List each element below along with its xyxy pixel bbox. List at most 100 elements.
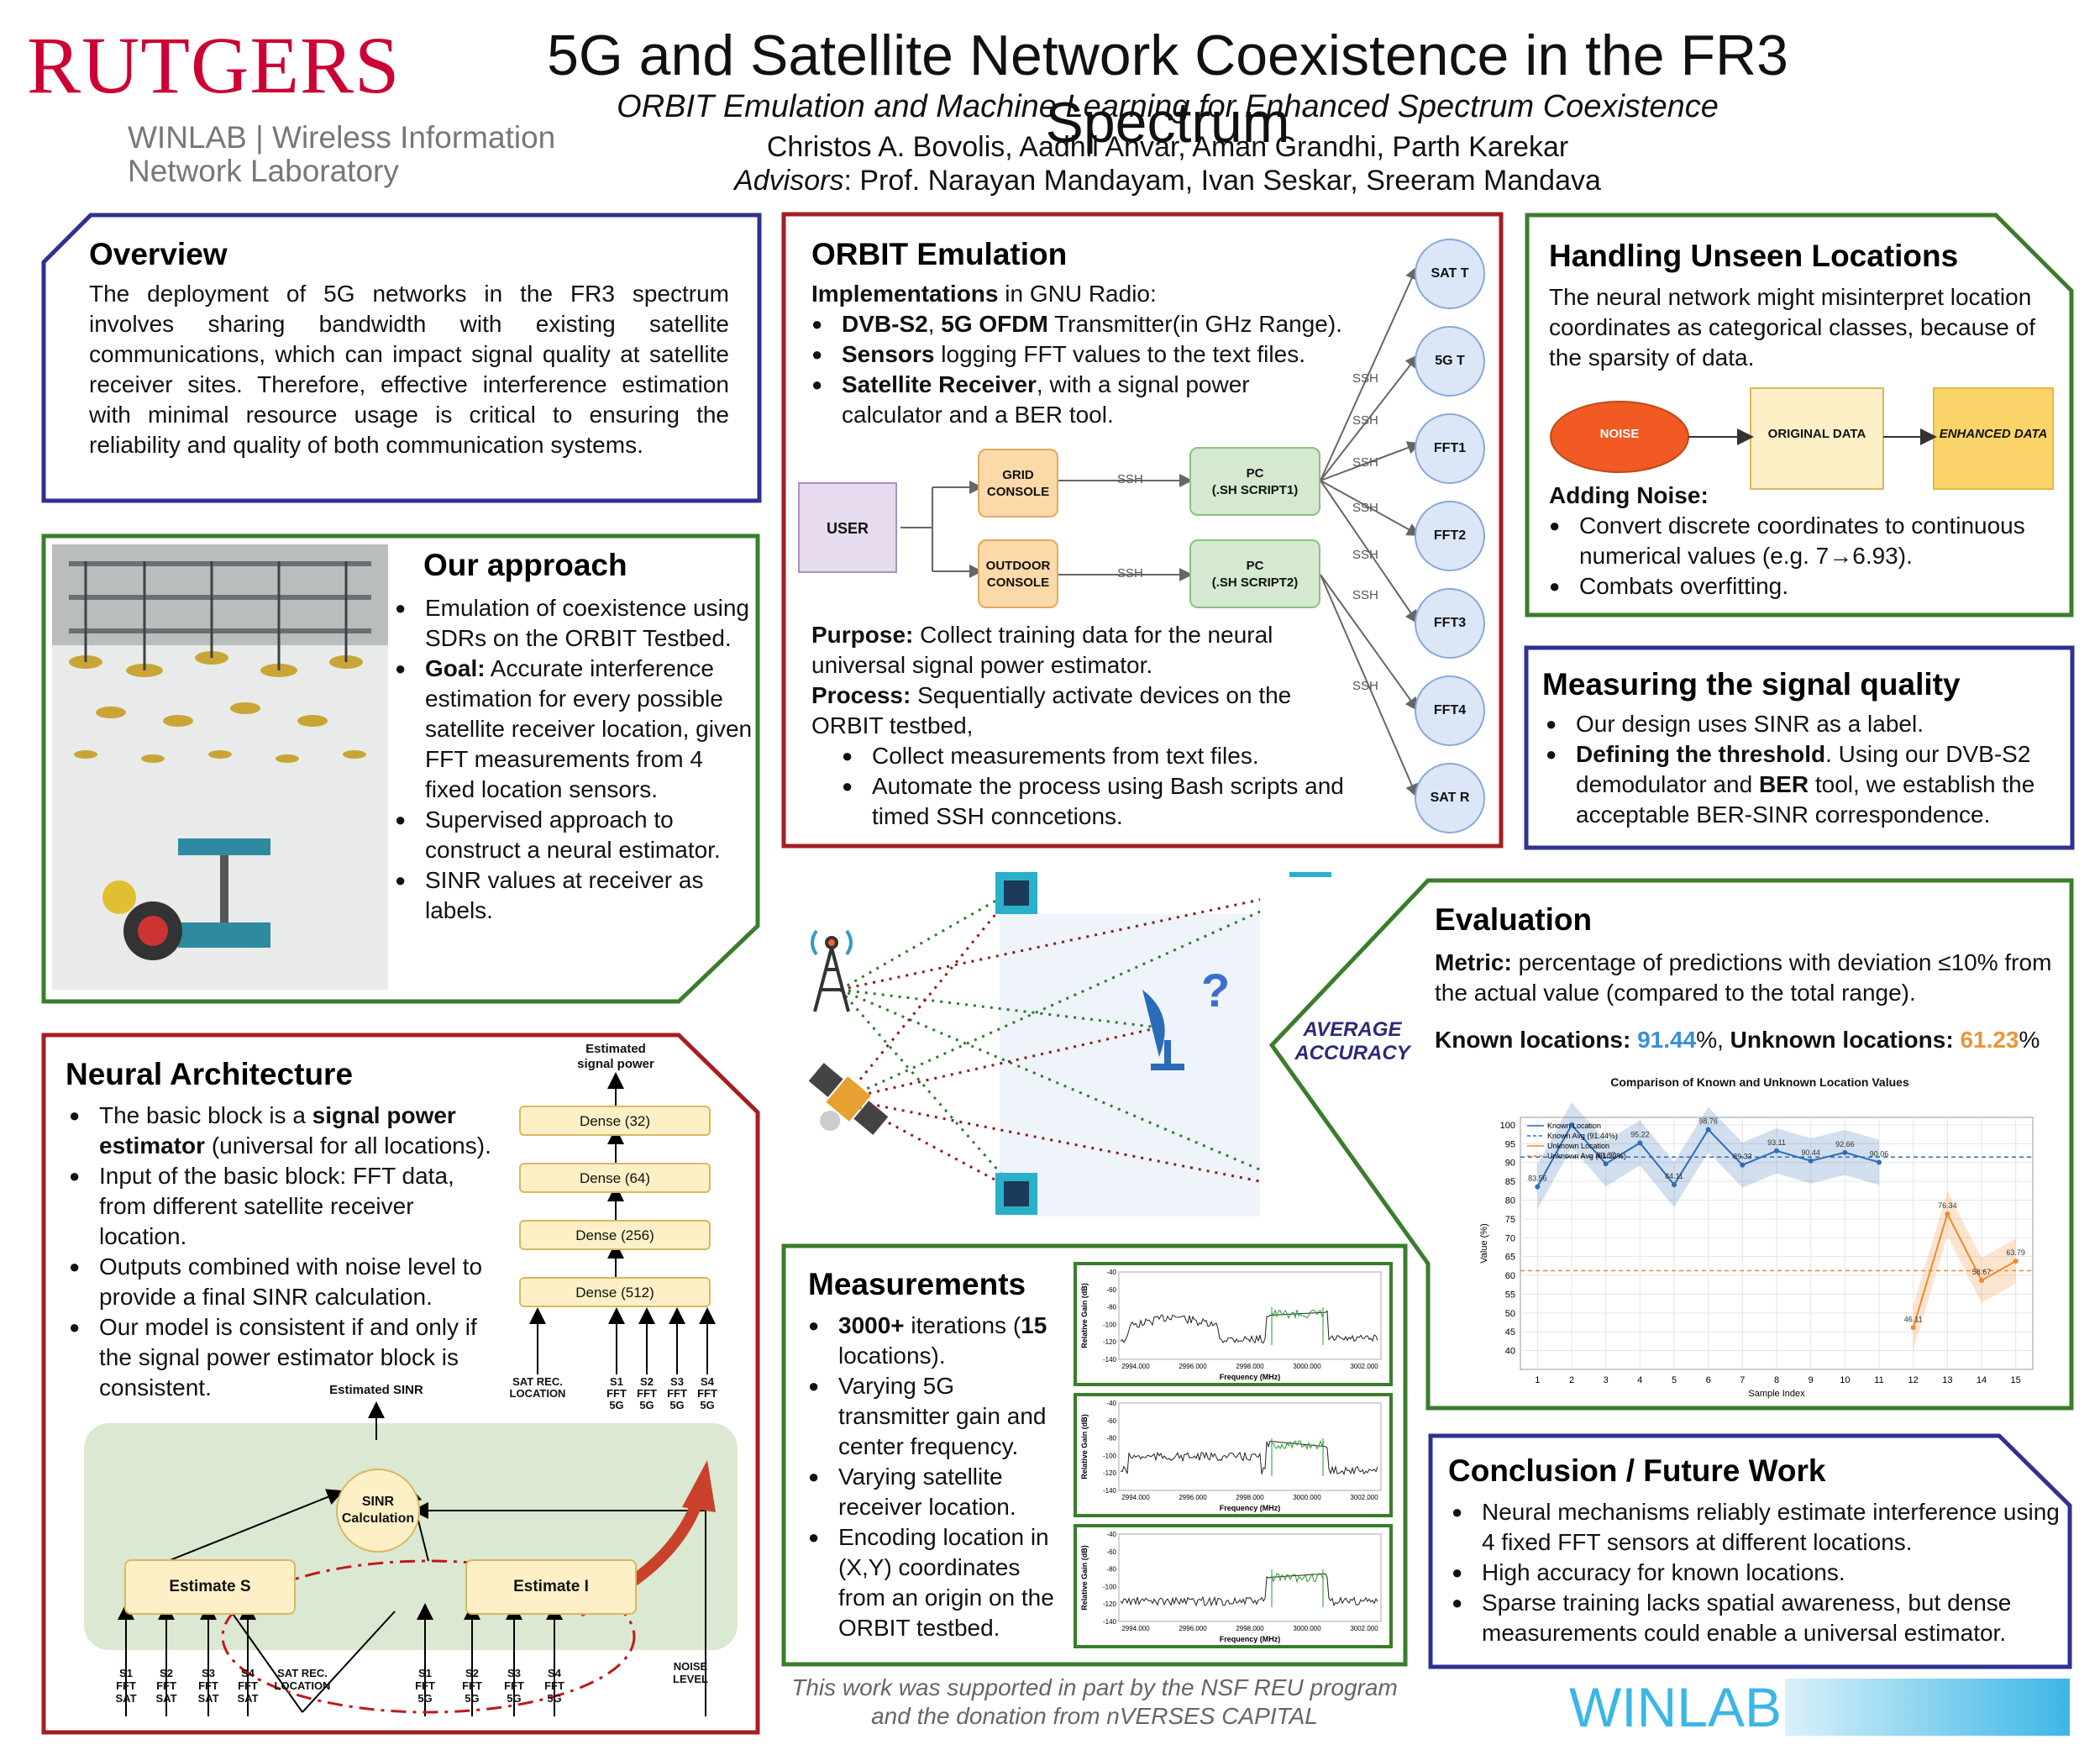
data-point xyxy=(1979,1278,1984,1284)
x-tick-label: 1 xyxy=(1535,1375,1540,1385)
y-tick-label: 65 xyxy=(1505,1253,1515,1263)
x-tick-label: 2 xyxy=(1569,1375,1574,1385)
data-label: 84.11 xyxy=(1665,1172,1683,1180)
conclusion-panel: Conclusion / Future Work Neural mechanis… xyxy=(1428,1433,2073,1670)
spectrum-5g-band xyxy=(1271,1572,1325,1584)
overview-border xyxy=(41,213,762,503)
spectrum-y-tick: -100 xyxy=(1103,1321,1117,1328)
y-tick-label: 100 xyxy=(1500,1121,1515,1131)
dense-layer-64: Dense (64) xyxy=(519,1163,711,1193)
data-point xyxy=(1705,1127,1711,1133)
unseen-bullet-1: Convert discrete coordinates to continuo… xyxy=(1549,511,2053,571)
estimate-s-node: Estimate S xyxy=(124,1559,296,1615)
spectrum-y-tick: -120 xyxy=(1103,1338,1117,1346)
neural-border xyxy=(41,1033,760,1735)
logo-word: RUTGERS xyxy=(27,20,401,110)
adding-noise-heading: Adding Noise: xyxy=(1549,482,1709,508)
x-tick-label: 6 xyxy=(1706,1375,1711,1385)
confidence-band xyxy=(1913,1191,2016,1351)
measurements-bullet-2: Varying 5G transmitter gain and center f… xyxy=(808,1371,1060,1462)
unknown-accuracy: 61.23 xyxy=(1960,1027,2019,1053)
data-label: 63.79 xyxy=(2006,1248,2025,1257)
unseen-text: The neural network might misinterpret lo… xyxy=(1549,284,2035,370)
spectrum-x-tick: 2994.000 xyxy=(1121,1494,1150,1501)
spectrum-x-tick: 3000.000 xyxy=(1293,1625,1321,1632)
lab-name: WINLAB | Wireless Information Network La… xyxy=(128,120,556,188)
orbit-impl-list: DVB-S2, 5G OFDM Transmitter(in GHz Range… xyxy=(811,309,1399,430)
satellite-dish-icon: ? xyxy=(1142,964,1230,1070)
measurements-bullet-1: 3000+ iterations (15 locations). xyxy=(808,1311,1060,1371)
dense-layer-256: Dense (256) xyxy=(519,1220,711,1250)
orbit-border xyxy=(781,212,1504,849)
noise-flow-diagram xyxy=(1550,387,2054,490)
data-point xyxy=(1637,1140,1643,1146)
y-tick-label: 90 xyxy=(1505,1159,1515,1169)
measurements-bullet-4: Encoding location in (X,Y) coordinates f… xyxy=(808,1522,1060,1643)
x-tick-label: 5 xyxy=(1672,1375,1677,1385)
approach-bullet-1: Emulation of coexistence using SDRs on t… xyxy=(395,593,756,654)
spectrum-y-tick: -80 xyxy=(1106,1304,1116,1311)
y-tick-label: 50 xyxy=(1505,1309,1515,1319)
spectrum-y-label: Relative Gain (dB) xyxy=(1080,1545,1089,1611)
dense-stack-diagram xyxy=(529,1072,716,1374)
measurements-panel: Measurements 3000+ iterations (15 locati… xyxy=(781,1243,1408,1667)
x-tick-label: 13 xyxy=(1942,1375,1952,1385)
spectrum-5g-band xyxy=(1271,1308,1325,1320)
spectrum-axes xyxy=(1118,1402,1382,1491)
y-tick-label: 40 xyxy=(1505,1347,1515,1357)
quality-title: Measuring the signal quality xyxy=(1542,667,1961,702)
data-point xyxy=(2013,1259,2019,1264)
svg-text:?: ? xyxy=(1201,964,1230,1017)
y-tick-label: 45 xyxy=(1505,1327,1515,1337)
spectrum-y-tick: -100 xyxy=(1103,1452,1117,1459)
confidence-band xyxy=(1537,1102,1879,1210)
legend-entry: Unknown Avg (61.23%) xyxy=(1547,1152,1626,1160)
measurements-bullet-3: Varying satellite receiver location. xyxy=(808,1462,1060,1522)
spectrum-x-tick: 2994.000 xyxy=(1121,1363,1150,1370)
neural-bullet-4: Our model is consistent if and only if t… xyxy=(69,1312,506,1403)
series-line xyxy=(1912,1211,2017,1328)
node-fft3: FFT3 xyxy=(1415,588,1485,659)
spectrum-x-tick: 2996.000 xyxy=(1179,1625,1207,1632)
data-point xyxy=(1672,1182,1677,1188)
y-tick-label: 60 xyxy=(1505,1271,1515,1281)
estimated-signal-power-label: Estimated signal power xyxy=(577,1042,654,1071)
spectrum-y-tick: -40 xyxy=(1106,1531,1116,1538)
spectrum-x-label: Frequency (MHz) xyxy=(1220,1373,1281,1381)
data-label: 89.33 xyxy=(1733,1153,1752,1161)
spectrum-x-tick: 2998.000 xyxy=(1236,1494,1264,1501)
orbit-bullet-2: Sensors logging FFT values to the text f… xyxy=(811,339,1399,370)
node-fft4: FFT4 xyxy=(1415,675,1485,746)
orbit-process: Process: Sequentially activate devices o… xyxy=(811,682,1292,738)
sensor-chip-icon-1 xyxy=(995,872,1037,914)
y-tick-label: 85 xyxy=(1505,1177,1515,1187)
cell-tower-icon xyxy=(811,929,853,1012)
spectrum-y-tick: -120 xyxy=(1103,1469,1117,1477)
neural-panel: Neural Architecture The basic block is a… xyxy=(40,1032,761,1736)
spectrum-5g-band xyxy=(1271,1439,1325,1450)
data-point xyxy=(1808,1158,1814,1164)
data-point xyxy=(1945,1211,1950,1217)
spectrum-y-tick: -140 xyxy=(1103,1487,1117,1495)
approach-list: Emulation of coexistence using SDRs on t… xyxy=(395,593,756,926)
spectrum-y-tick: -60 xyxy=(1106,1417,1116,1425)
spectrum-y-label: Relative Gain (dB) xyxy=(1080,1283,1089,1348)
neural-bullet-2: Input of the basic block: FFT data, from… xyxy=(69,1161,472,1252)
neural-title: Neural Architecture xyxy=(66,1057,354,1091)
legend-entry: Known Avg (91.44%) xyxy=(1547,1132,1618,1140)
orbit-testbed-photo xyxy=(52,544,388,990)
conclusion-bullet-2: High accuracy for known locations. xyxy=(1452,1558,2065,1588)
spectrum-x-tick: 2998.000 xyxy=(1236,1363,1264,1370)
evaluation-chart: Comparison of Known and Unknown Location… xyxy=(1470,1075,2050,1403)
poster-title: 5G and Satellite Network Coexistence in … xyxy=(547,24,1788,155)
measurements-list: 3000+ iterations (15 locations). Varying… xyxy=(808,1311,1060,1643)
pc2-node: PC(.SH SCRIPT2) xyxy=(1189,539,1320,608)
orbit-panel: ORBIT Emulation Implementations in GNU R… xyxy=(781,212,1504,849)
enhanced-data-node: ENHANCED DATA xyxy=(1939,427,2048,441)
orbit-bullet-1: DVB-S2, 5G OFDM Transmitter(in GHz Range… xyxy=(811,309,1399,339)
spectrum-trace xyxy=(1120,1310,1378,1344)
